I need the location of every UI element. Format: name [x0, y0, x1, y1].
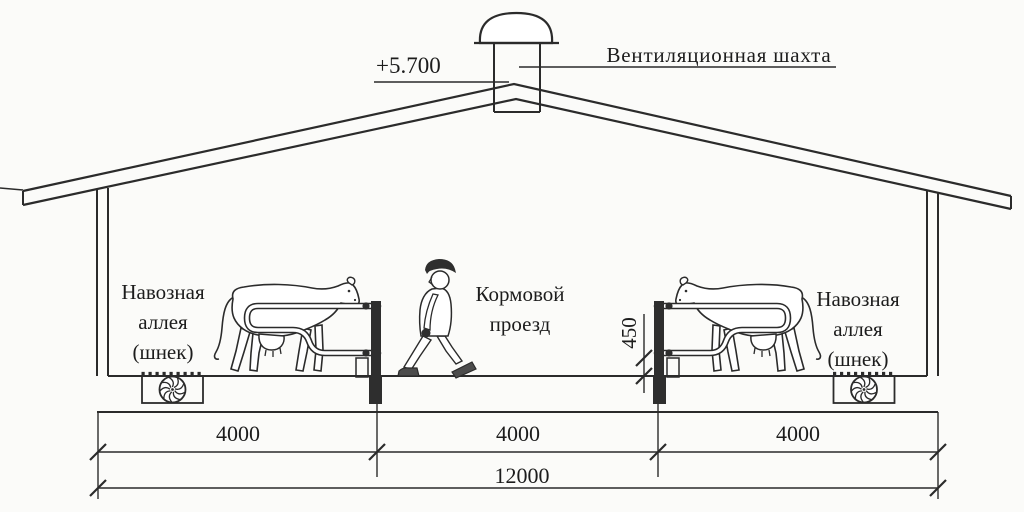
dimension-span-2: 4000 [496, 421, 540, 446]
person-figure [397, 259, 477, 379]
rail-height-dimension: 450 [617, 317, 641, 349]
dimension-span-3: 4000 [776, 421, 820, 446]
manure-alley-left-label: Навозная аллея (шнек) [121, 280, 205, 364]
auger-left [139, 371, 206, 405]
ventilation-shaft-label: Вентиляционная шахта [606, 43, 832, 67]
ventilation-shaft [493, 43, 541, 113]
elevation-mark-label: +5.700 [376, 53, 441, 78]
auger-right [831, 371, 897, 405]
ventilation-cap [474, 11, 559, 45]
manure-alley-right-label: Навозная аллея (шнек) [816, 287, 900, 371]
rail-height-dimension-line [635, 314, 653, 393]
dimension-total: 12000 [494, 463, 550, 488]
dimension-span-1: 4000 [216, 421, 260, 446]
left-wall [96, 188, 109, 376]
feed-passage-label: Кормовой проезд [475, 282, 565, 336]
right-wall [926, 190, 939, 376]
dimension-lines [89, 404, 947, 499]
roof [0, 82, 1012, 211]
stall-left [215, 277, 382, 404]
